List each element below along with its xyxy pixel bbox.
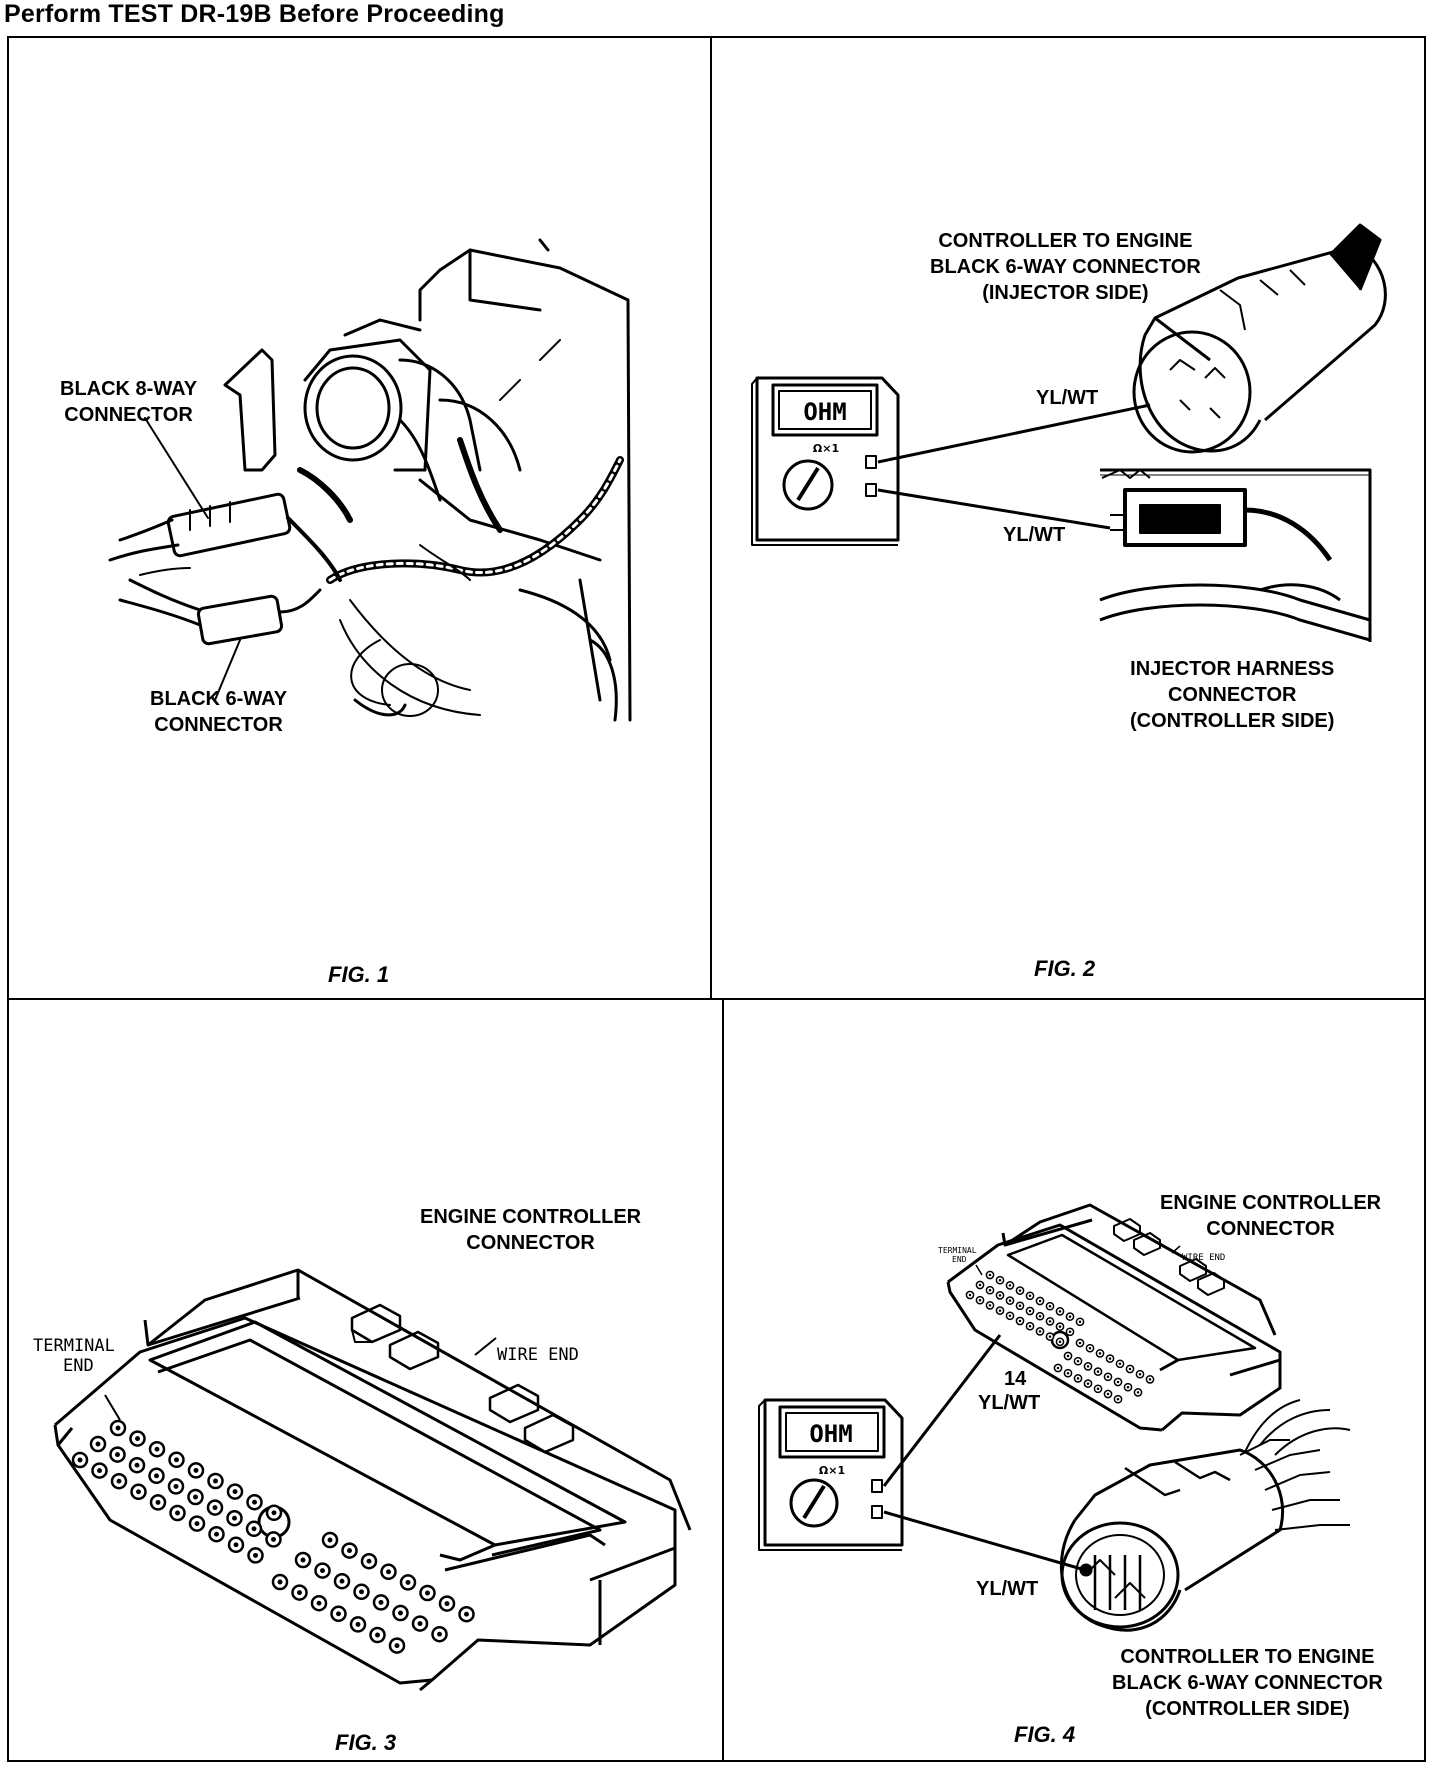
fig4-caption: FIG. 4 <box>1014 1722 1076 1747</box>
fig2-bottom-label-line2: CONNECTOR <box>1167 684 1297 706</box>
fig1-label-6way-line1: BLACK 6-WAY <box>150 688 288 710</box>
fig3-terminal-end-label: TERMINAL END <box>33 1336 115 1376</box>
fig1-label-8way: BLACK 8-WAY CONNECTOR <box>60 376 197 428</box>
fig4-bottom-label-line1: CONTROLLER TO ENGINE <box>1120 1646 1375 1668</box>
fig2-top-label-line1: CONTROLLER TO ENGINE <box>938 230 1193 252</box>
fig4-title-line2: CONNECTOR <box>1206 1218 1335 1240</box>
fig4-bottom-label-line3: (CONTROLLER SIDE) <box>1145 1698 1350 1720</box>
fig1-label-6way-line2: CONNECTOR <box>154 714 283 736</box>
fig2-bottom-label-line1: INJECTOR HARNESS <box>1130 658 1335 680</box>
fig1-label-8way-line1: BLACK 8-WAY <box>60 378 198 400</box>
figure-frame <box>7 36 1426 1762</box>
fig1-caption: FIG. 1 <box>328 962 390 987</box>
fig2-top-label: CONTROLLER TO ENGINE BLACK 6-WAY CONNECT… <box>930 228 1201 306</box>
fig2-bottom-label: INJECTOR HARNESS CONNECTOR (CONTROLLER S… <box>1130 656 1334 734</box>
fig3-caption: FIG. 3 <box>335 1730 397 1755</box>
fig4-wire-label-bottom: YL/WT <box>976 1578 1039 1600</box>
fig4-pin-number: 14 <box>1004 1368 1027 1390</box>
page-header: Perform TEST DR-19B Before Proceeding <box>4 0 505 28</box>
divider-vertical-bottom <box>722 1000 724 1762</box>
fig2-top-label-line2: BLACK 6-WAY CONNECTOR <box>930 256 1201 278</box>
divider-horizontal <box>7 998 1426 1000</box>
fig3-terminal-end-line2: END <box>63 1356 94 1376</box>
fig1-label-6way: BLACK 6-WAY CONNECTOR <box>150 686 287 738</box>
fig4-title-line1: ENGINE CONTROLLER <box>1160 1192 1382 1214</box>
fig4-terminal-end-line2: END <box>952 1255 967 1264</box>
fig3-title-line1: ENGINE CONTROLLER <box>420 1206 642 1228</box>
fig2-bottom-label-line3: (CONTROLLER SIDE) <box>1130 710 1335 732</box>
fig2-wire-label-bottom: YL/WT <box>1003 524 1066 546</box>
fig4-bottom-label: CONTROLLER TO ENGINE BLACK 6-WAY CONNECT… <box>1112 1644 1383 1722</box>
fig4-wire-label-top: YL/WT <box>978 1392 1041 1414</box>
fig3-title: ENGINE CONTROLLER CONNECTOR <box>420 1204 641 1256</box>
fig4-terminal-end-line1: TERMINAL <box>938 1246 977 1255</box>
fig4-title: ENGINE CONTROLLER CONNECTOR <box>1160 1190 1381 1242</box>
fig3-title-line2: CONNECTOR <box>466 1232 595 1254</box>
fig3-terminal-end-line1: TERMINAL <box>33 1336 115 1356</box>
fig4-wire-end-label: WIRE END <box>1182 1253 1226 1263</box>
fig1-label-8way-line2: CONNECTOR <box>64 404 193 426</box>
fig2-top-label-line3: (INJECTOR SIDE) <box>982 282 1149 304</box>
fig4-terminal-end-label: TERMINAL END <box>938 1246 977 1264</box>
fig3-wire-end-label: WIRE END <box>497 1345 579 1365</box>
fig4-bottom-label-line2: BLACK 6-WAY CONNECTOR <box>1112 1672 1383 1694</box>
divider-vertical-top <box>710 36 712 1000</box>
fig2-caption: FIG. 2 <box>1034 956 1096 981</box>
fig2-wire-label-top: YL/WT <box>1036 387 1099 409</box>
